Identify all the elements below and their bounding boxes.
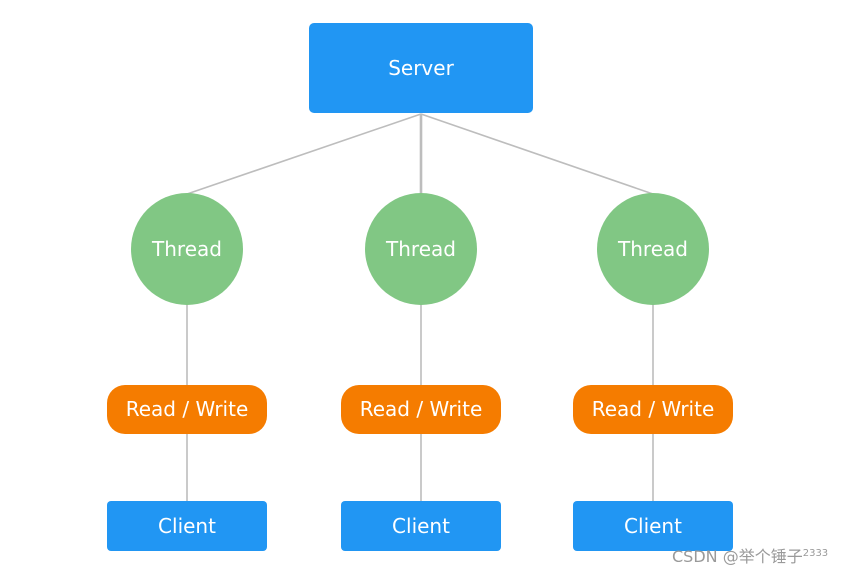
watermark-superscript: 2333 xyxy=(802,548,829,559)
client-label: Client xyxy=(158,514,216,538)
client-node-1: Client xyxy=(107,501,267,551)
read-write-node-3: Read / Write xyxy=(573,385,733,434)
server-box xyxy=(309,23,533,113)
client-box xyxy=(107,501,267,551)
thread-node-3: Thread xyxy=(597,193,709,305)
client-node-3: Client xyxy=(573,501,733,551)
client-box xyxy=(573,501,733,551)
connectors xyxy=(186,113,654,502)
client-node-2: Client xyxy=(341,501,501,551)
read-write-node-2: Read / Write xyxy=(341,385,501,434)
connector-server-thread-3 xyxy=(420,113,654,195)
server-node: Server xyxy=(309,23,533,113)
client-label: Client xyxy=(392,514,450,538)
connector-server-thread-1 xyxy=(186,113,422,195)
thread-node-1: Thread xyxy=(131,193,243,305)
read-write-pill xyxy=(107,385,267,434)
thread-circle xyxy=(597,193,709,305)
read-write-label: Read / Write xyxy=(360,397,483,421)
thread-label: Thread xyxy=(617,237,688,261)
read-write-label: Read / Write xyxy=(592,397,715,421)
server-label: Server xyxy=(388,56,454,80)
thread-label: Thread xyxy=(385,237,456,261)
thread-circle xyxy=(365,193,477,305)
read-write-node-1: Read / Write xyxy=(107,385,267,434)
read-write-pill xyxy=(573,385,733,434)
thread-label: Thread xyxy=(151,237,222,261)
thread-node-2: Thread xyxy=(365,193,477,305)
client-label: Client xyxy=(624,514,682,538)
csdn-watermark: CSDN @举个锤子2333 xyxy=(672,544,828,567)
thread-circle xyxy=(131,193,243,305)
client-box xyxy=(341,501,501,551)
read-write-label: Read / Write xyxy=(126,397,249,421)
watermark-text: CSDN @举个锤子 xyxy=(672,547,803,566)
read-write-pill xyxy=(341,385,501,434)
